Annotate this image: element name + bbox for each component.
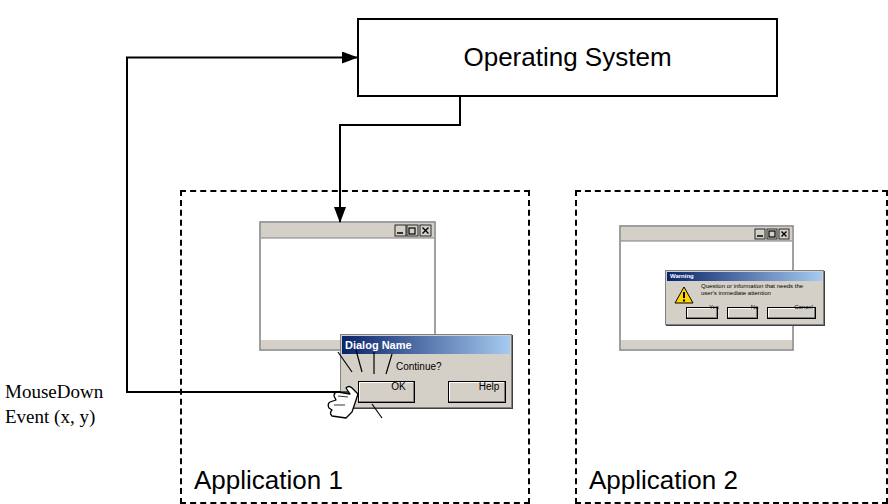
button: OK (358, 381, 415, 403)
box-label: Operating System (463, 42, 671, 73)
button-label: Cancel (794, 304, 813, 310)
dialog-title: Dialog Name (342, 336, 510, 354)
event-arrow (340, 97, 460, 222)
application-region: Application 2 WarningQuestion or informat… (575, 190, 888, 504)
system-box: Operating System (357, 18, 778, 97)
app-window (260, 222, 435, 350)
warning-icon (674, 286, 694, 304)
dialog-title: Warning (667, 272, 822, 281)
dialog-box: Dialog NameContinue? OK Help (340, 334, 512, 408)
region-label: Application 2 (589, 465, 738, 496)
button: No (727, 307, 758, 319)
button-label: Yes (709, 304, 719, 310)
event-arrow (127, 58, 358, 393)
button-label: OK (391, 381, 405, 392)
button: Cancel (767, 307, 816, 319)
button-label: Help (479, 381, 500, 392)
dialog-box: WarningQuestion or information that need… (665, 270, 824, 325)
button-label: No (751, 304, 759, 310)
dialog-message: Question or information that needs the u… (701, 283, 819, 297)
button: Yes (686, 307, 718, 319)
button: Help (448, 381, 506, 403)
event-label: MouseDown Event (x, y) (5, 380, 120, 429)
dialog-message: Continue? (396, 361, 506, 373)
region-label: Application 1 (194, 465, 343, 496)
application-region: Application 1 Dialog NameContinue? OK Help (180, 190, 530, 504)
